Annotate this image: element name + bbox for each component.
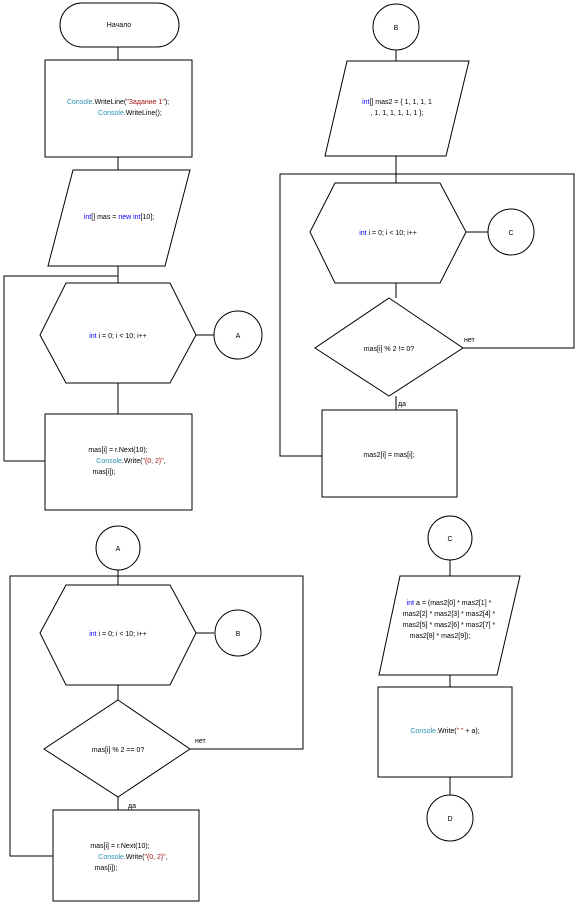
data-mas2-line1: int[] mas2 = { 1, 1, 1, 1 — [362, 99, 432, 106]
connector-b-in-label: B — [394, 25, 399, 32]
decision-even-text: mas[i] % 2 == 0? — [92, 747, 145, 754]
connector-c-out-label: C — [508, 230, 513, 237]
connector-b-in — [372, 3, 420, 51]
data-mas2-line2: , 1, 1, 1, 1, 1, 1 }; — [371, 110, 424, 117]
data-product-line1: int a = (mas2[0] * mas2[1] * — [407, 600, 492, 607]
process-fill-mas-2-line1: mas[i] = r.Next(10); — [90, 843, 149, 850]
loop-for-3-text: int i = 0; i < 10; i++ — [89, 631, 147, 638]
process-fill-mas-line1: mas[i] = r.Next(10); — [88, 447, 147, 454]
process-fill-mas-2 — [52, 809, 200, 902]
loop-for-2-text: int i = 0; i < 10; i++ — [359, 230, 417, 237]
process-fill-mas — [44, 413, 193, 511]
data-product-line2: mas2[2] * mas2[3] * mas2[4] * — [403, 611, 496, 618]
connector-a-in-label: A — [116, 546, 121, 553]
connector-lines-left-top — [3, 47, 214, 462]
process-write-result — [377, 686, 513, 778]
connector-a-out-label: A — [236, 333, 241, 340]
connector-lines-left-bottom — [9, 570, 304, 857]
process-fill-mas-line3: mas[i]); — [93, 469, 116, 476]
decision-odd — [314, 297, 464, 397]
process-writeline-line1: Console.WriteLine("Задание 1"); — [67, 99, 169, 106]
loop-for-1 — [39, 282, 197, 384]
data-mas2-declare — [324, 60, 470, 157]
process-assign-mas2-text: mas2[i] = mas[i]; — [363, 452, 414, 459]
decision-odd-text: mas[i] % 2 != 0? — [364, 346, 414, 353]
data-product-line3: mas2[5] * mas2[6] * mas2[7] * — [403, 622, 496, 629]
connector-b-out — [214, 609, 262, 657]
data-product-line4: mas2[8] * mas2[9]); — [410, 633, 471, 640]
process-writeline — [44, 59, 193, 158]
connector-a-in — [95, 525, 141, 571]
decision-even-no-label: нет — [195, 738, 207, 745]
decision-even-yes-label: да — [128, 803, 136, 810]
decision-odd-no-label: нет — [464, 337, 476, 344]
process-fill-mas-2-line2: Console.Write("{0, 2}", — [98, 854, 168, 861]
data-product-calc — [378, 575, 521, 676]
connector-d-label: D — [447, 816, 452, 823]
connector-b-out-label: B — [236, 631, 241, 638]
process-fill-mas-2-line3: mas[i]); — [95, 865, 118, 872]
start-label: Начало — [107, 22, 131, 29]
decision-even — [43, 699, 191, 798]
start-terminal — [59, 2, 180, 48]
process-writeline-line2: Console.WriteLine(); — [98, 110, 162, 117]
loop-for-1-text: int i = 0; i < 10; i++ — [89, 333, 147, 340]
loop-for-3 — [39, 584, 197, 686]
connector-lines-right-top — [279, 50, 575, 457]
connector-c-in-label: C — [447, 536, 452, 543]
connector-c-out — [487, 208, 535, 256]
data-mas-declare-text: int[] mas = new int[10]; — [84, 214, 154, 221]
data-mas-declare — [47, 169, 191, 267]
connector-c-in — [427, 515, 473, 561]
decision-odd-yes-label: да — [398, 401, 406, 408]
process-fill-mas-line2: Console.Write("{0, 2}", — [96, 458, 166, 465]
process-assign-mas2 — [321, 409, 458, 498]
loop-for-2 — [309, 182, 467, 284]
connector-d — [426, 794, 474, 842]
process-write-result-text: Console.Write(" " + a); — [410, 728, 479, 735]
connector-a-out — [213, 310, 263, 360]
